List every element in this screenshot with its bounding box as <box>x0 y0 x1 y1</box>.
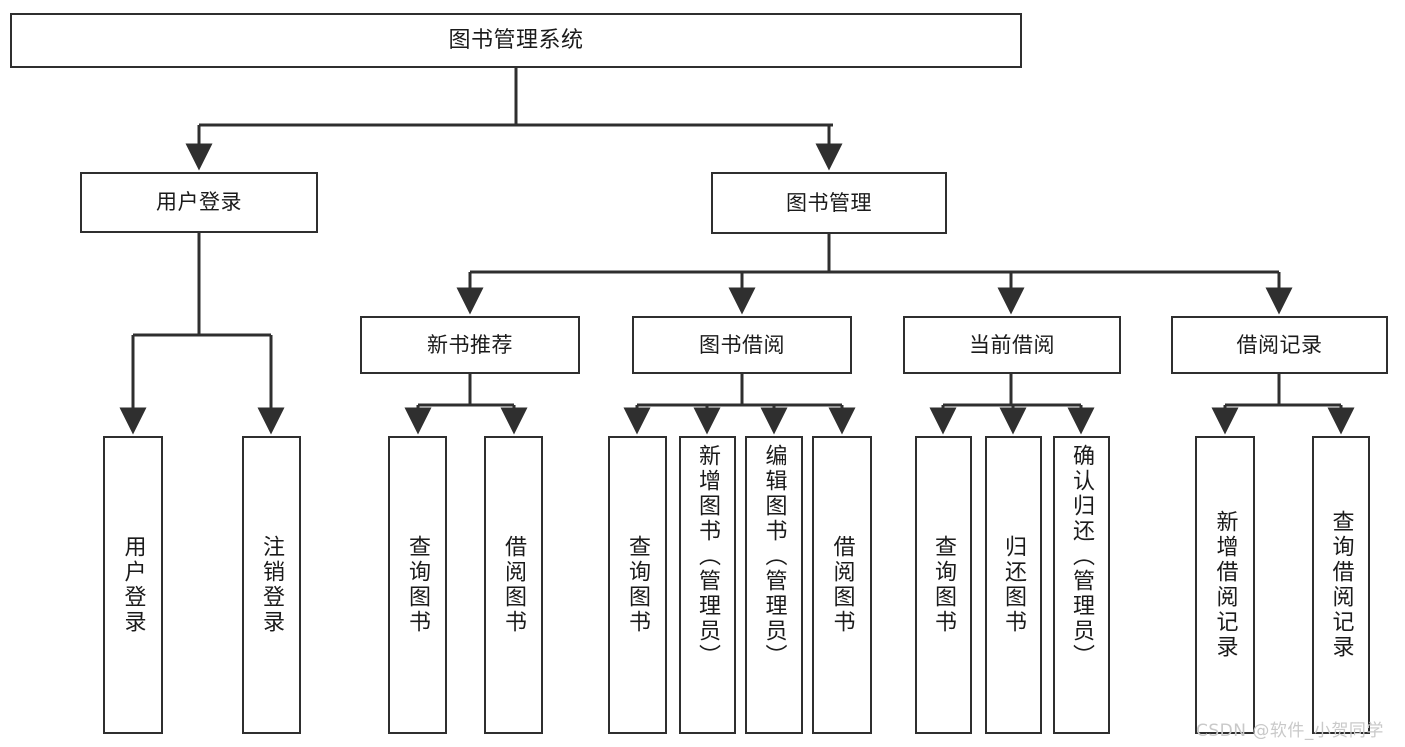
node-leaf-add-book-admin-label: 新增图书（管理员） <box>695 444 721 669</box>
node-leaf-borrow-book-rec-label: 借阅图书 <box>501 535 527 635</box>
node-leaf-user-login[interactable]: 用户登录 <box>103 436 163 734</box>
node-new-book-recommend[interactable]: 新书推荐 <box>360 316 580 374</box>
node-leaf-query-book-borrow-label: 查询图书 <box>625 535 651 635</box>
node-leaf-user-logout-label: 注销登录 <box>259 535 285 635</box>
node-current-borrow-label: 当前借阅 <box>969 332 1055 357</box>
node-leaf-add-book-admin[interactable]: 新增图书（管理员） <box>679 436 736 734</box>
node-leaf-query-borrow-record-label: 查询借阅记录 <box>1328 510 1354 660</box>
node-leaf-query-borrow-record[interactable]: 查询借阅记录 <box>1312 436 1370 734</box>
node-root[interactable]: 图书管理系统 <box>10 13 1022 68</box>
node-leaf-edit-book-admin[interactable]: 编辑图书（管理员） <box>745 436 803 734</box>
node-leaf-add-borrow-record[interactable]: 新增借阅记录 <box>1195 436 1255 734</box>
node-user-login[interactable]: 用户登录 <box>80 172 318 233</box>
node-leaf-user-logout[interactable]: 注销登录 <box>242 436 301 734</box>
node-leaf-return-book[interactable]: 归还图书 <box>985 436 1042 734</box>
node-leaf-confirm-return-admin[interactable]: 确认归还（管理员） <box>1053 436 1110 734</box>
node-leaf-borrow-book[interactable]: 借阅图书 <box>812 436 872 734</box>
node-book-borrow[interactable]: 图书借阅 <box>632 316 852 374</box>
node-book-manage-label: 图书管理 <box>786 190 872 215</box>
node-borrow-record[interactable]: 借阅记录 <box>1171 316 1388 374</box>
node-leaf-edit-book-admin-label: 编辑图书（管理员） <box>761 444 787 669</box>
node-borrow-record-label: 借阅记录 <box>1236 332 1323 357</box>
node-leaf-add-borrow-record-label: 新增借阅记录 <box>1212 510 1238 660</box>
node-leaf-borrow-book-label: 借阅图书 <box>829 535 855 635</box>
node-leaf-confirm-return-admin-label: 确认归还（管理员） <box>1069 444 1095 669</box>
node-leaf-return-book-label: 归还图书 <box>1001 535 1027 635</box>
node-leaf-user-login-label: 用户登录 <box>120 535 146 635</box>
node-leaf-query-book-borrow[interactable]: 查询图书 <box>608 436 667 734</box>
node-leaf-query-book-current-label: 查询图书 <box>931 535 957 635</box>
node-book-manage[interactable]: 图书管理 <box>711 172 947 234</box>
node-root-label: 图书管理系统 <box>448 27 584 53</box>
node-leaf-query-book-rec-label: 查询图书 <box>405 535 431 635</box>
node-leaf-query-book-current[interactable]: 查询图书 <box>915 436 972 734</box>
watermark: CSDN @软件_小贺同学 <box>1196 721 1384 741</box>
node-current-borrow[interactable]: 当前借阅 <box>903 316 1121 374</box>
node-user-login-label: 用户登录 <box>156 190 242 215</box>
node-leaf-borrow-book-rec[interactable]: 借阅图书 <box>484 436 543 734</box>
node-book-borrow-label: 图书借阅 <box>699 332 785 357</box>
node-new-book-recommend-label: 新书推荐 <box>427 332 513 357</box>
node-leaf-query-book-rec[interactable]: 查询图书 <box>388 436 447 734</box>
